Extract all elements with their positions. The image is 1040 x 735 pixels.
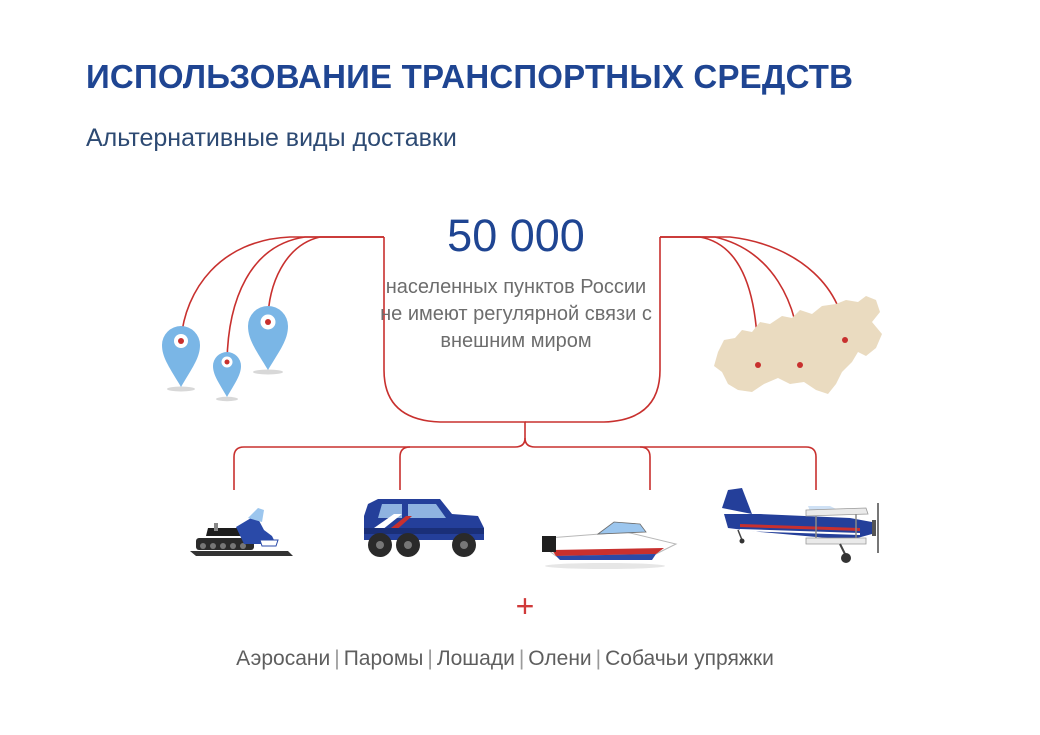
delivery-item: Паромы — [343, 647, 424, 670]
delivery-item: Собачьи упряжки — [605, 647, 774, 670]
separator: | — [427, 647, 433, 670]
all-terrain-truck-icon — [364, 499, 484, 557]
stat-number: 50 000 — [447, 210, 585, 261]
separator: | — [518, 647, 525, 670]
delivery-item: Аэросани — [236, 647, 331, 670]
page-title: ИСПОЛЬЗОВАНИЕ ТРАНСПОРТНЫХ СРЕДСТВ — [86, 58, 854, 95]
delivery-item: Лошади — [436, 647, 515, 670]
map-pin-icon — [248, 306, 288, 375]
separator: | — [334, 647, 340, 670]
snowmobile-icon — [190, 508, 293, 556]
motorboat-icon — [542, 521, 678, 569]
alternative-delivery-list: Аэросани|Паромы|Лошади|Олени|Собачьи упр… — [0, 647, 1010, 671]
plus-sign: + — [515, 588, 535, 624]
separator: | — [595, 647, 602, 670]
map-pin-icon — [162, 326, 200, 392]
page-subtitle: Альтернативные виды доставки — [86, 124, 457, 152]
biplane-icon — [722, 488, 879, 563]
map-pin-icon — [213, 352, 241, 402]
stat-description: населенных пунктов России не имеют регул… — [380, 276, 652, 352]
delivery-item: Олени — [528, 647, 592, 670]
russia-map-icon — [714, 296, 882, 394]
